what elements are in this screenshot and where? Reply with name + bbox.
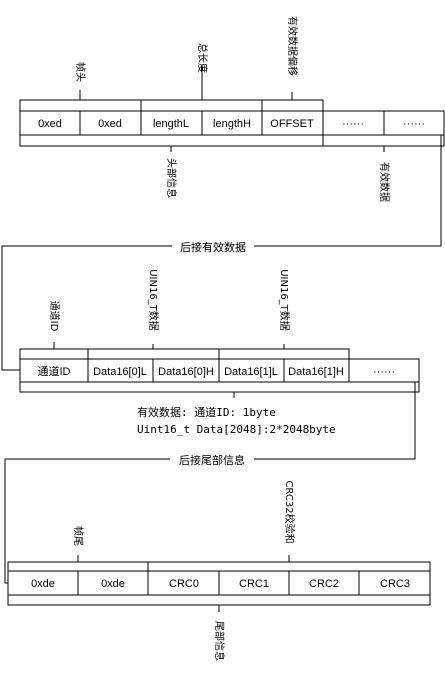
tail-cell-text-2: CRC0 (169, 578, 199, 590)
tail-cell-0 (7, 570, 79, 596)
header-cell-text-6: ······ (403, 118, 425, 130)
payload-note-0: 有效数据: 通道ID: 1byte (137, 405, 276, 419)
label-crc32: CRC32校验和 (283, 480, 296, 543)
tail-cell-text-5: CRC3 (380, 578, 410, 590)
label-tail-info: 尾部信息 (213, 621, 226, 661)
brace-total-length: 总长度 (140, 43, 263, 111)
brace-frame-head: 帧头 (19, 62, 142, 111)
connector-1: 后接有效数据 (1, 135, 442, 371)
label-total-length: 总长度 (196, 43, 209, 73)
label-payload: 有效数据 (378, 162, 391, 202)
label-frame-head: 帧头 (74, 62, 87, 82)
payload-cell-text-4: Data16[1]H (288, 366, 344, 378)
label-uint16-0: UIN16_T数据 (147, 269, 160, 331)
header-cell-2 (140, 110, 203, 136)
brace-uint16-1: UIN16_T数据 (218, 269, 350, 359)
brace-crc32: CRC32校验和 (147, 480, 431, 571)
connector-2-label: 后接尾部信息 (179, 453, 245, 467)
header-cell-4 (261, 110, 324, 136)
tail-cell-text-3: CRC1 (239, 578, 269, 590)
payload-cell-text-2: Data16[0]H (158, 366, 214, 378)
label-offset: 有效数据偏移 (286, 16, 299, 76)
brace-channel-id: 通道ID (19, 301, 89, 359)
payload-row: 通道ID UIN16_T数据 UIN16_T数据 通道ID Data16[0]L… (19, 269, 420, 436)
payload-cell-text-3: Data16[1]L (224, 366, 278, 378)
payload-cell-text-5: ······ (373, 366, 395, 378)
header-cell-0 (19, 110, 81, 136)
brace-header-info: 头部信息 (19, 135, 324, 198)
header-cell-text-2: lengthL (153, 118, 189, 130)
label-header-info: 头部信息 (165, 158, 178, 198)
label-frame-tail: 帧尾 (72, 526, 85, 546)
header-cell-text-4: OFFSET (270, 118, 314, 130)
label-uint16-1: UIN16_T数据 (278, 269, 291, 331)
connector-1-label: 后接有效数据 (180, 240, 246, 254)
tail-cell-3 (218, 570, 290, 596)
header-row: 帧头 总长度 有效数据偏移 0xed 0xed lengthL lengthH … (19, 16, 445, 202)
payload-note-1: Uint16_t Data[2048]:2*2048byte (137, 423, 336, 436)
header-cell-text-0: 0xed (38, 118, 62, 130)
header-cell-text-5: ······ (342, 118, 364, 130)
header-cell-text-1: 0xed (98, 118, 122, 130)
tail-cell-text-1: 0xde (101, 578, 125, 590)
header-cell-6 (383, 110, 445, 136)
tail-cell-2 (147, 570, 220, 596)
brace-offset: 有效数据偏移 (261, 16, 324, 111)
brace-payload: 有效数据 (322, 135, 445, 202)
brace-tail-info: 尾部信息 (7, 595, 431, 661)
label-channel-id-top: 通道ID (48, 301, 61, 332)
tail-row: 帧尾 CRC32校验和 0xde 0xde CRC0 CRC1 CRC2 CRC… (7, 480, 431, 661)
brace-payload-total (19, 382, 420, 398)
connector-2: 后接尾部信息 (4, 382, 416, 584)
tail-cell-1 (77, 570, 149, 596)
brace-frame-tail: 帧尾 (7, 526, 149, 571)
tail-cell-text-4: CRC2 (309, 578, 339, 590)
tail-cell-5 (358, 570, 431, 596)
payload-cell-5 (348, 358, 420, 383)
header-cell-text-3: lengthH (213, 118, 251, 130)
brace-uint16-0: UIN16_T数据 (87, 269, 220, 359)
tail-cell-4 (288, 570, 360, 596)
tail-cell-text-0: 0xde (31, 578, 55, 590)
header-cell-1 (79, 110, 142, 136)
header-cell-5 (322, 110, 385, 136)
payload-cell-text-0: 通道ID (38, 364, 71, 378)
payload-cell-text-1: Data16[0]L (93, 366, 147, 378)
